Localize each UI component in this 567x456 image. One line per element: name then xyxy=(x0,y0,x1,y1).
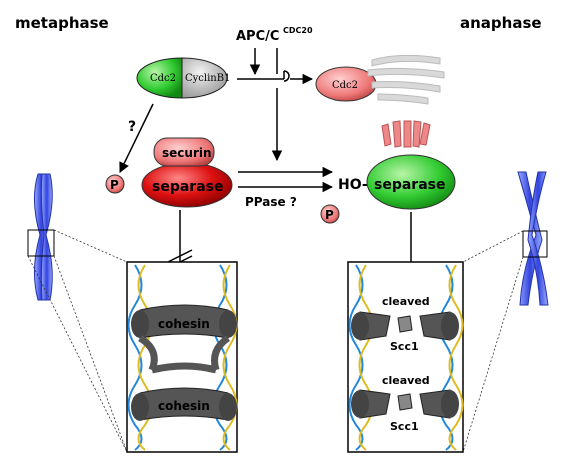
degraded-cyclin-fragments xyxy=(367,54,445,105)
title-anaphase: anaphase xyxy=(460,14,542,32)
separase-securin-complex-left: securin separase xyxy=(141,137,233,208)
cohesin-label-top: cohesin xyxy=(158,317,210,331)
securin-blob xyxy=(153,137,215,167)
cdc2-free-label: Cdc2 xyxy=(332,80,358,91)
zoom-box-left xyxy=(27,229,55,257)
zoom-box-right xyxy=(522,230,548,258)
zoom-lines-right xyxy=(462,230,524,453)
cleaved-label-bottom: cleaved xyxy=(382,374,430,387)
chromosome-right xyxy=(517,171,549,306)
scc1-label-bottom: Scc1 xyxy=(390,420,419,433)
phospho-arrow xyxy=(119,103,154,173)
phospho-left-label: P xyxy=(110,178,119,192)
ho-label: HO- xyxy=(338,177,368,193)
cohesin-ring-bottom xyxy=(131,387,237,421)
cleaved-cohesin-bottom xyxy=(351,389,459,419)
cleaved-cohesin-top xyxy=(351,311,459,341)
cleaved-label-top: cleaved xyxy=(382,295,430,308)
ppase-label: PPase ? xyxy=(245,195,297,209)
cdc2-cyclinb1-complex: Cdc2 CyclinB1 xyxy=(136,57,230,99)
question-mark: ? xyxy=(128,119,136,135)
title-metaphase: metaphase xyxy=(15,14,109,32)
dna-helices-right xyxy=(348,264,464,451)
cdc2-label: Cdc2 xyxy=(150,73,176,84)
chromosome-left xyxy=(27,173,55,301)
phospho-free-label: P xyxy=(325,208,334,222)
cohesin-label-bottom: cohesin xyxy=(158,399,210,413)
separase-blob-right xyxy=(366,154,456,210)
apc-arrows xyxy=(237,48,314,162)
cohesin-ring-top xyxy=(131,304,237,374)
scc1-label-top: Scc1 xyxy=(390,340,419,353)
activation-arrows xyxy=(238,166,334,193)
phospho-circle-free xyxy=(320,204,340,224)
metaphase-zoom-panel xyxy=(126,261,238,453)
phospho-circle-left xyxy=(105,174,125,194)
apc-superscript: CDC20 xyxy=(283,26,313,35)
zoom-lines-left xyxy=(27,229,128,453)
apc-main-text: APC/C xyxy=(236,29,279,44)
separase-right-label: separase xyxy=(374,177,445,193)
securin-label: securin xyxy=(162,146,212,160)
separase-left-label: separase xyxy=(152,179,223,195)
apc-label: APC/C CDC20 xyxy=(236,26,313,44)
dna-helices-left xyxy=(127,264,238,451)
degraded-securin-fragments xyxy=(381,120,431,148)
cyclinb1-label: CyclinB1 xyxy=(185,73,230,84)
